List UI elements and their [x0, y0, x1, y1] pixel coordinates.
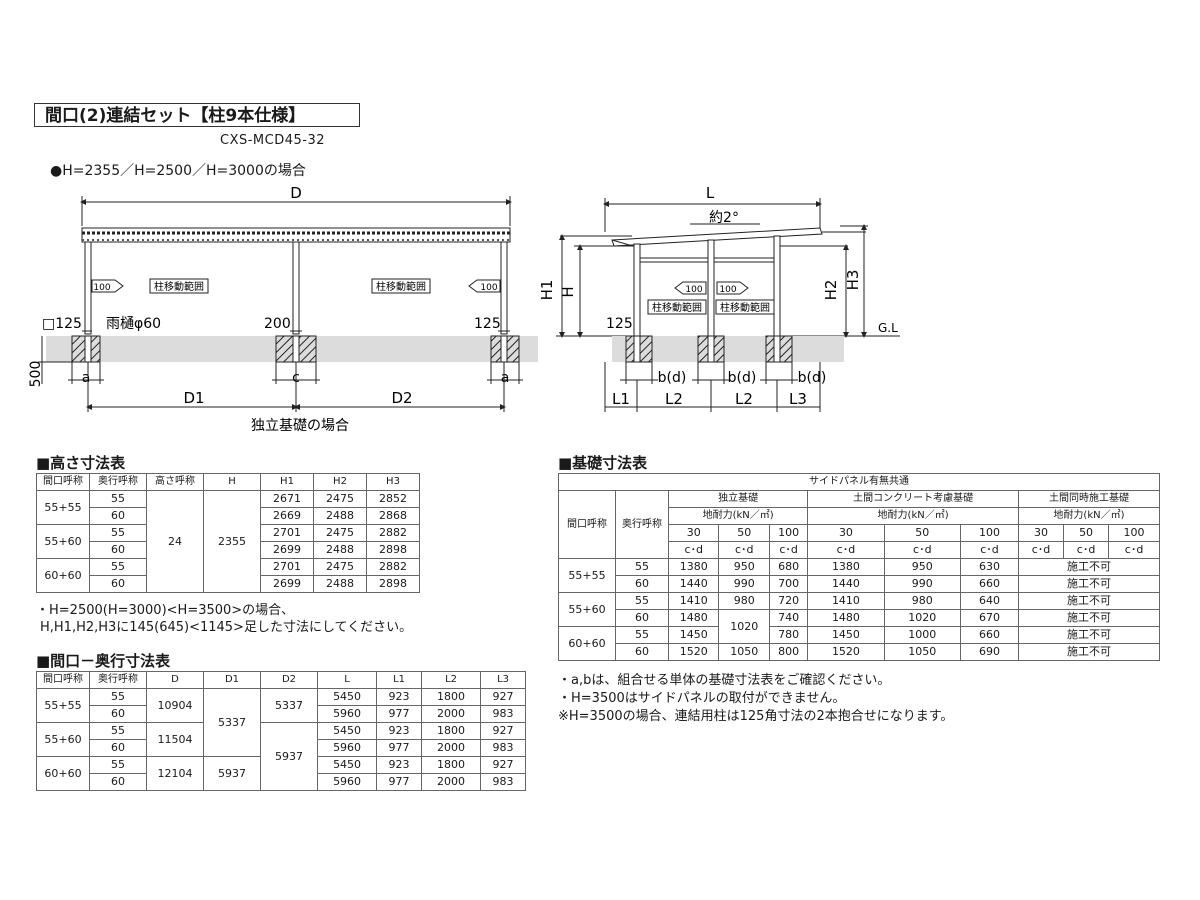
th-H2: H2 — [313, 473, 367, 491]
th-H1: H1 — [260, 473, 314, 491]
table-row: 60 2699 2488 2898 — [37, 575, 420, 593]
front-elevation-diagram: D 柱移動範囲 柱移動範囲 100 100 □125 雨樋φ60 200 125… — [28, 184, 538, 434]
height-note-2: H,H1,H2,H3に145(645)<1145>足した寸法にしてください。 — [40, 620, 413, 635]
dim-L1: L1 — [612, 390, 630, 408]
side-post-range-right: 柱移動範囲 — [720, 301, 770, 314]
dim-L: L — [706, 184, 715, 202]
th-H3: H3 — [366, 473, 420, 491]
th-width: 間口呼称 — [36, 473, 90, 491]
model-number: CXS-MCD45-32 — [220, 133, 326, 148]
th-depth: 奥行呼称 — [89, 473, 147, 491]
dim-L2-first: L2 — [665, 390, 683, 408]
dim-500: 500 — [28, 361, 44, 388]
dim-bd-1: b(d) — [658, 370, 687, 386]
side-arrow-100-right: 100 — [719, 285, 736, 295]
page-title: 間口(2)連結セット【柱9本仕様】 — [34, 103, 360, 127]
table-row: 60 2669 2488 2868 — [37, 507, 420, 525]
foundation-table: サイドパネル有無共通 間口呼称 奥行呼称 独立基礎 土間コンクリート考慮基礎 土… — [558, 473, 1161, 661]
table-row: 60 1520 1050 800 1520 1050 690 施工不可 — [559, 643, 1161, 661]
height-note-1: ・H=2500(H=3000)<H=3500>の場合、 — [36, 603, 295, 618]
dim-H2: H2 — [822, 280, 840, 301]
arrow-100-left: 100 — [93, 283, 110, 293]
table-row: 60 5960 977 2000 983 — [37, 705, 526, 723]
foundation-table-title: ■基礎寸法表 — [558, 454, 648, 472]
table-row: 60 1480 1020 740 1480 1020 670 施工不可 — [559, 609, 1161, 644]
table-row: 55+60 55 1410 980 720 1410 980 640 施工不可 — [558, 592, 1161, 627]
dim-bd-3: b(d) — [798, 370, 827, 386]
post-range-label-left: 柱移動範囲 — [154, 280, 204, 293]
height-table: 間口呼称 奥行呼称 高さ呼称 H H1 H2 H3 55+55 55 24 23… — [36, 473, 420, 593]
dim-D1: D1 — [183, 389, 204, 407]
dim-a-right: a — [501, 370, 510, 386]
arrow-100-right: 100 — [480, 283, 497, 293]
slope-label: 約2° — [709, 210, 739, 226]
dim-L2-second: L2 — [735, 390, 753, 408]
table-row: 55+60 55 11504 5937 5450 923 1800 927 — [36, 722, 526, 791]
post-size-label: □125 — [42, 316, 82, 332]
gutter-label: 雨樋φ60 — [106, 316, 161, 332]
dim-H1: H1 — [540, 280, 556, 301]
dim-D: D — [290, 184, 302, 202]
dim-200: 200 — [264, 316, 291, 332]
foundation-note-1: ・a,bは、組合せる単体の基礎寸法表をご確認ください。 — [558, 673, 891, 688]
depth-table: 間口呼称 奥行呼称 D D1 D2 L L1 L2 L3 55+55 55 10… — [36, 671, 526, 791]
table-row: 55+60 55 2701 2475 2882 — [36, 524, 420, 559]
side-post-range-left: 柱移動範囲 — [652, 301, 702, 314]
th-height-code: 高さ呼称 — [146, 473, 204, 491]
table-row: 60 5960 977 2000 983 — [37, 773, 526, 791]
foundation-note-2: ・H=3500はサイドパネルの取付ができません。 — [558, 691, 846, 706]
side-arrow-100-left: 100 — [685, 285, 702, 295]
gl-label: G.L — [878, 321, 898, 335]
front-caption: 独立基礎の場合 — [251, 417, 349, 434]
depth-table-title: ■間口－奥行寸法表 — [36, 652, 171, 670]
dim-bd-2: b(d) — [728, 370, 757, 386]
table-row: 60+60 55 1450 780 1450 1000 660 施工不可 — [558, 626, 1161, 661]
height-table-title: ■高さ寸法表 — [36, 454, 126, 472]
post-range-label-right: 柱移動範囲 — [376, 280, 426, 293]
dim-L3: L3 — [789, 390, 807, 408]
th-H: H — [203, 473, 261, 491]
side-dim-125: 125 — [606, 316, 633, 332]
dim-a-left: a — [82, 370, 91, 386]
dim-H3: H3 — [844, 270, 862, 291]
side-elevation-diagram: L 約2° 柱移動範囲 柱移動範囲 100 100 H1 H 125 H2 H3… — [540, 184, 900, 412]
table-row: 55+55 55 1380 950 680 1380 950 630 施工不可 — [558, 558, 1161, 593]
dim-D2: D2 — [391, 389, 412, 407]
dim-H: H — [559, 286, 577, 297]
table-row: 55+55 55 24 2355 2671 2475 2852 — [36, 490, 420, 593]
table-row: 60+60 55 12104 5937 5450 923 1800 927 — [36, 756, 526, 791]
case-label: ●H=2355／H=2500／H=3000の場合 — [50, 163, 306, 179]
table-row: 55+55 55 10904 5337 5337 5450 923 1800 9… — [36, 688, 526, 757]
dim-125-front: 125 — [474, 316, 501, 332]
table-row: 60+60 55 2701 2475 2882 — [36, 558, 420, 593]
table-row: 60 1440 990 700 1440 990 660 施工不可 — [559, 575, 1161, 593]
foundation-note-3: ※H=3500の場合、連結用柱は125角寸法の2本抱合せになります。 — [558, 709, 954, 724]
